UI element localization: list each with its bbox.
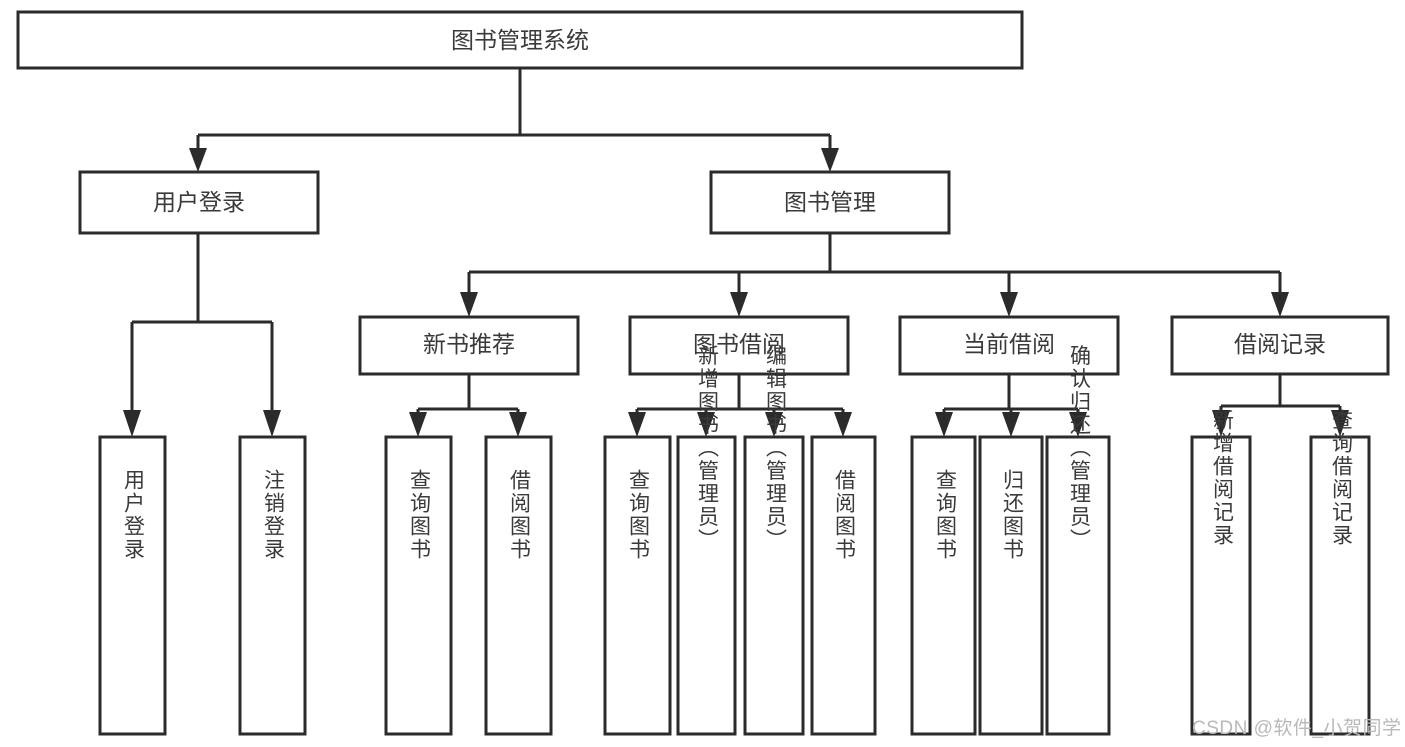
node-leaf-query-record[interactable]: 查询借阅记录 — [1309, 409, 1371, 736]
arrow-leaf-borrow-book-2 — [834, 412, 852, 437]
node-current-borrow[interactable]: 当前借阅 — [898, 315, 1120, 376]
node-user-login[interactable]: 用户登录 — [78, 170, 320, 235]
node-leaf-query-book-1[interactable]: 查询图书 — [384, 435, 453, 736]
node-book-borrow-label: 图书借阅 — [693, 331, 785, 357]
node-leaf-query-record-label: 查询借阅记录 — [1329, 409, 1353, 547]
arrow-user-login — [189, 148, 207, 172]
node-borrow-record-label: 借阅记录 — [1234, 331, 1326, 357]
node-leaf-query-book-3[interactable]: 查询图书 — [910, 435, 977, 736]
node-leaf-logout[interactable]: 注销登录 — [238, 435, 307, 736]
arrow-borrow-record — [1271, 292, 1289, 317]
arrow-leaf-query-book-1 — [409, 412, 427, 437]
arrow-leaf-logout — [263, 410, 281, 437]
node-leaf-return-book-label: 归还图书 — [1000, 469, 1024, 561]
node-leaf-add-record-label: 新增借阅记录 — [1210, 409, 1234, 547]
node-leaf-query-book-2[interactable]: 查询图书 — [603, 435, 672, 736]
arrow-leaf-borrow-book-1 — [509, 412, 527, 437]
node-leaf-add-record[interactable]: 新增借阅记录 — [1190, 409, 1252, 736]
edge-layer — [123, 68, 1349, 437]
node-leaf-edit-book-label: 编辑图书（管理员） — [763, 345, 787, 552]
node-leaf-add-book-label: 新增图书（管理员） — [695, 345, 719, 552]
node-leaf-query-book-2-label: 查询图书 — [626, 469, 650, 561]
node-leaf-confirm-return[interactable]: 确认归还（管理员） — [1045, 345, 1111, 736]
node-borrow-record[interactable]: 借阅记录 — [1170, 315, 1390, 376]
arrow-current-borrow — [1000, 292, 1018, 317]
arrow-leaf-add-book — [697, 412, 715, 437]
node-leaf-return-book[interactable]: 归还图书 — [978, 435, 1044, 736]
csdn-watermark: CSDN @软件_小贺同学 — [1192, 717, 1401, 739]
node-user-login-label: 用户登录 — [153, 189, 245, 215]
node-root-label: 图书管理系统 — [451, 27, 589, 53]
node-new-book-rec-label: 新书推荐 — [423, 331, 515, 357]
arrow-leaf-user-login — [123, 410, 141, 437]
node-leaf-confirm-return-label: 确认归还（管理员） — [1067, 345, 1091, 552]
node-leaf-query-book-1-label: 查询图书 — [407, 469, 431, 561]
node-leaf-borrow-book-1[interactable]: 借阅图书 — [484, 435, 553, 736]
arrow-leaf-confirm-return — [1069, 412, 1087, 437]
arrow-leaf-add-record — [1212, 410, 1230, 437]
node-leaf-user-login[interactable]: 用户登录 — [98, 435, 167, 736]
node-leaf-borrow-book-2[interactable]: 借阅图书 — [810, 435, 877, 736]
node-book-borrow[interactable]: 图书借阅 — [628, 315, 850, 376]
node-leaf-query-book-3-label: 查询图书 — [933, 469, 957, 561]
arrow-leaf-edit-book — [765, 412, 783, 437]
arrow-leaf-query-record — [1331, 410, 1349, 437]
node-leaf-borrow-book-2-label: 借阅图书 — [832, 469, 856, 561]
node-leaf-logout-label: 注销登录 — [261, 469, 285, 561]
node-current-borrow-label: 当前借阅 — [963, 331, 1055, 357]
node-root[interactable]: 图书管理系统 — [16, 10, 1024, 70]
arrow-leaf-query-book-3 — [935, 412, 953, 437]
node-new-book-rec[interactable]: 新书推荐 — [358, 315, 580, 376]
arrow-leaf-query-book-2 — [628, 412, 646, 437]
arrow-leaf-return-book — [1002, 412, 1020, 437]
arrow-book-borrow — [730, 292, 748, 317]
node-leaf-borrow-book-1-label: 借阅图书 — [507, 469, 531, 561]
node-leaf-user-login-label: 用户登录 — [121, 469, 145, 561]
node-leaf-edit-book[interactable]: 编辑图书（管理员） — [743, 345, 805, 736]
node-leaf-add-book[interactable]: 新增图书（管理员） — [676, 345, 737, 736]
arrow-book-manage — [821, 148, 839, 172]
node-book-manage-label: 图书管理 — [784, 189, 876, 215]
arrow-new-book-rec — [460, 292, 478, 317]
node-book-manage[interactable]: 图书管理 — [709, 170, 951, 235]
